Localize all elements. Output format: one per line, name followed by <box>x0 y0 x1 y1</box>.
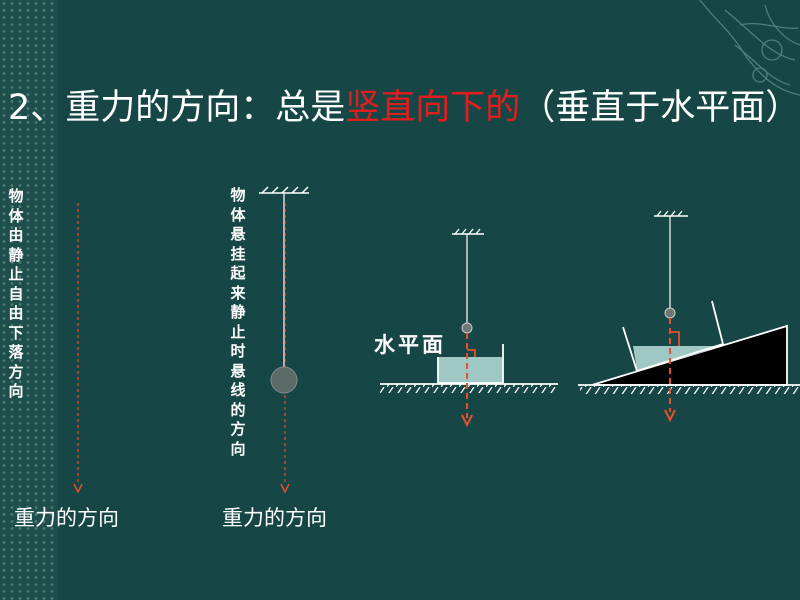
corner-ornament <box>699 0 800 96</box>
title-suffix: （垂直于水平面） <box>520 88 800 128</box>
page-title: 2、重力的方向：总是竖直向下的（垂直于水平面） <box>8 80 800 136</box>
decorative-stripe <box>0 0 58 600</box>
plumb-bob-1 <box>461 322 473 334</box>
gravity-arrow-2 <box>664 409 676 423</box>
ceiling-support <box>259 186 309 194</box>
container-2 <box>622 300 725 373</box>
horizontal-plane-label: 水平面 <box>374 333 446 357</box>
plumb-bob-2 <box>664 307 676 319</box>
gravity-direction-caption-left: 重力的方向 <box>14 506 119 530</box>
right-angle-mark-2 <box>670 331 680 346</box>
container-1 <box>437 344 504 384</box>
free-fall-label: 物体由静止自由下落方向 <box>8 187 24 400</box>
ground-2-hatch <box>580 385 800 394</box>
ceiling-support-3 <box>654 210 688 217</box>
string-direction-arrowhead <box>280 483 290 494</box>
right-angle-mark-1 <box>467 349 476 357</box>
hanging-string-label: 物体悬挂起来静止时悬线的方向 <box>230 186 246 458</box>
ceiling-support-2 <box>452 228 484 235</box>
title-highlight: 竖直向下的 <box>345 88 521 128</box>
title-prefix: 2、重力的方向：总是 <box>8 88 346 128</box>
gravity-direction-caption-middle: 重力的方向 <box>222 506 327 530</box>
ground-1-hatch <box>380 384 558 393</box>
fall-direction-arrowhead <box>73 483 83 494</box>
water-1 <box>438 357 503 383</box>
hanging-ball <box>270 366 298 394</box>
gravity-arrow-1 <box>461 414 473 428</box>
